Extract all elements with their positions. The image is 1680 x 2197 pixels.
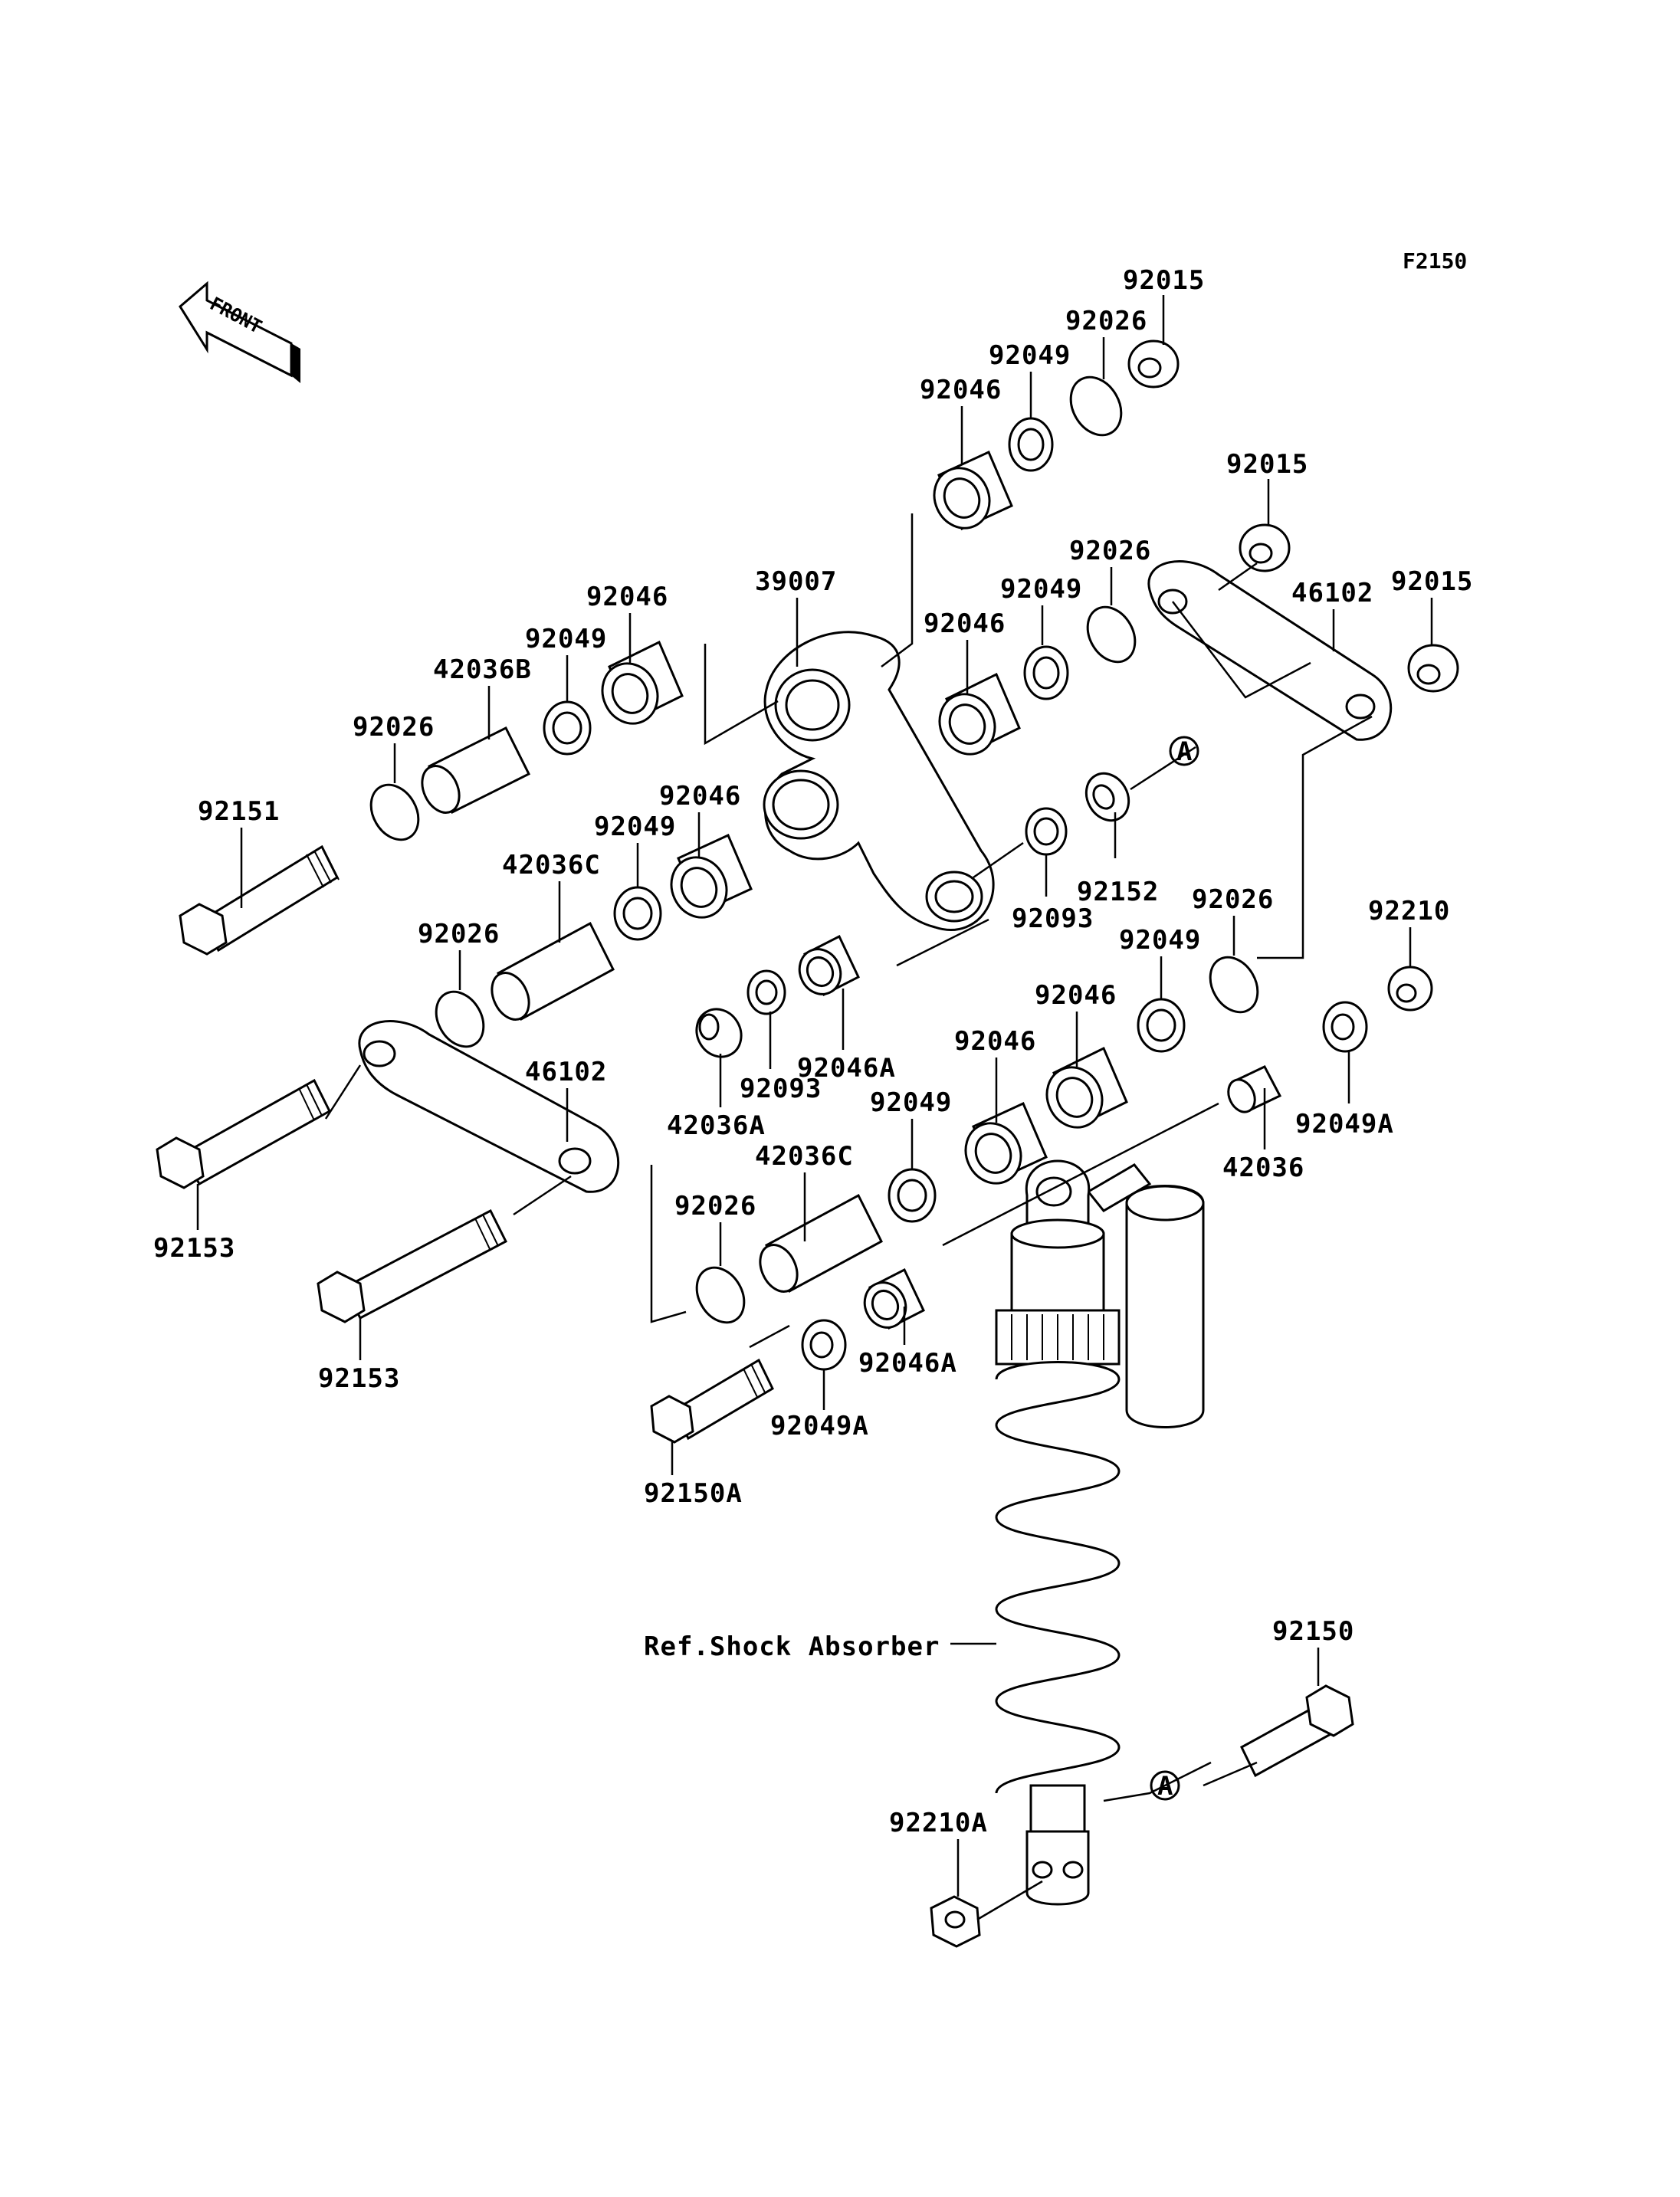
nut-92210A [930,1895,981,1948]
part-label: 92046 [659,781,741,812]
nut-92015-right [1239,523,1291,572]
part-label: 92049 [989,340,1071,371]
nut-92015-far-right [1407,644,1459,693]
callout-letter: A [1157,1771,1173,1802]
part-label: 92049 [1119,925,1201,956]
part-label: 92210A [889,1808,988,1838]
part-label: 92210 [1368,896,1450,926]
part-label: 92049 [594,812,676,842]
part-label: 39007 [755,566,837,597]
part-label: 92015 [1123,265,1205,296]
part-label: 92153 [318,1363,400,1394]
part-label: 92049 [1000,574,1082,605]
callout-letter: A [1176,736,1193,767]
leader-lines [196,295,1433,1921]
part-label: 92150A [644,1478,743,1509]
part-label: 92026 [1192,884,1274,915]
part-label: 92026 [1065,306,1147,336]
part-label: 92046 [954,1026,1036,1057]
part-label: 92049A [770,1411,869,1441]
part-label: 92152 [1077,877,1159,907]
part-label: 92049A [1295,1109,1394,1139]
figure-code: F2150 [1403,248,1467,274]
part-label: 42036 [1222,1153,1304,1183]
shock-absorber [995,1159,1205,1906]
bearing-92046-top [933,450,1013,531]
part-label: 92026 [418,919,500,949]
part-label: 92046 [920,375,1002,405]
part-label: 92153 [153,1233,235,1264]
part-label: 92151 [198,796,280,827]
part-label: 92026 [674,1191,756,1221]
part-label: 92046A [858,1348,957,1379]
part-label: 46102 [525,1057,607,1087]
part-label: 46102 [1291,578,1373,608]
callout-a-upper [1169,736,1199,766]
bolt-92153-upper [156,1078,331,1189]
part-label: 92046 [924,608,1006,639]
part-label: 92046 [586,582,668,612]
nut-92015-top [1127,339,1180,389]
part-label: 92046A [797,1053,896,1084]
part-label: 92015 [1391,566,1473,597]
part-label: 92026 [1069,536,1151,566]
part-label: 92026 [353,712,435,743]
part-label: 42036C [502,850,601,880]
part-label: 42036B [433,654,532,685]
part-label: 92049 [870,1087,952,1118]
front-arrow-icon: FRONT [179,280,300,383]
bolt-92150 [1240,1684,1354,1778]
part-label: 42036C [755,1141,854,1172]
washer-92026-top [1069,375,1123,437]
ref-shock-absorber-label: Ref.Shock Absorber [644,1631,940,1662]
link-46102-left [358,1020,620,1193]
part-label: 92093 [1012,903,1094,934]
part-label: 92046 [1035,980,1117,1011]
bolt-92150A [650,1358,774,1444]
part-label: 92150 [1272,1616,1354,1647]
part-label: 42036A [667,1110,766,1141]
bolt-92153-lower [317,1208,507,1323]
part-label: 92093 [740,1074,822,1104]
bolt-92151 [179,844,340,956]
parts-drawing [156,339,1459,1948]
rocker-arm-39007 [763,631,995,931]
part-labels: 92015 92026 92049 92046 92015 92026 9204… [153,265,1473,1838]
seal-92049-top [1008,417,1054,472]
part-label: 92015 [1226,449,1308,480]
part-label: 92049 [525,624,607,654]
